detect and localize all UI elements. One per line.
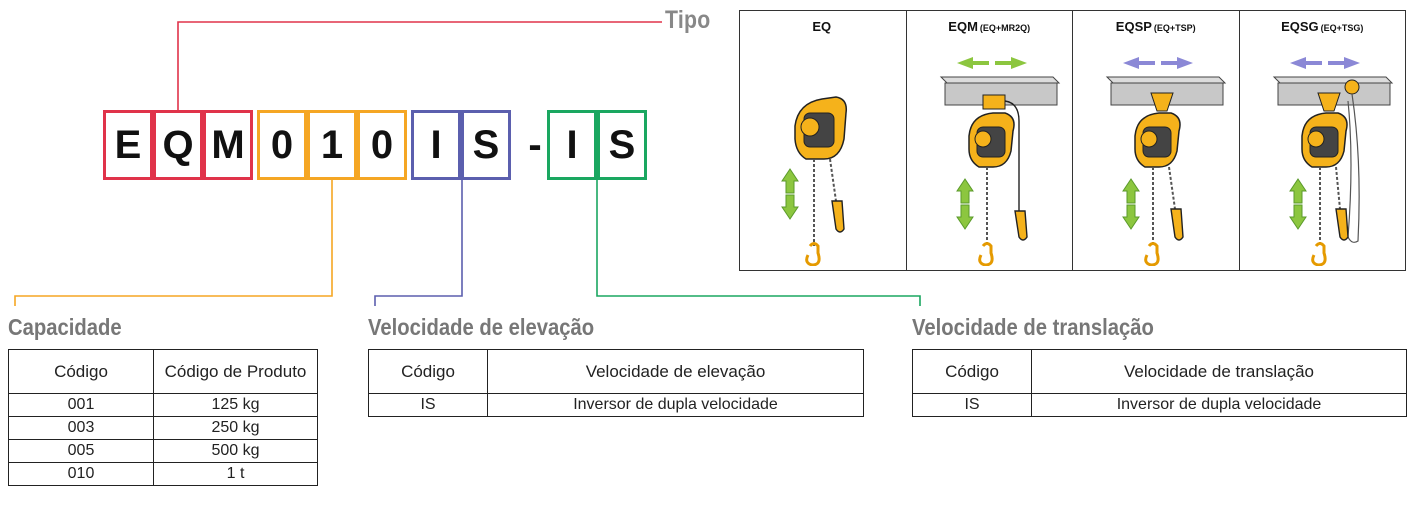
code-char-s: S (461, 110, 511, 180)
table-cell: 010 (8, 462, 154, 486)
type-cell-eqsp: EQSP(EQ+TSP) (1073, 11, 1240, 270)
type-code: EQSG (1281, 19, 1319, 34)
chain-hoist-illustration (781, 96, 848, 266)
table-cell: Inversor de dupla velocidade (1031, 393, 1407, 417)
table-cell: 125 kg (153, 393, 318, 417)
type-cell-eq: EQ (740, 11, 907, 270)
table-header-row: Código Código de Produto (8, 349, 318, 394)
chain-hoist-geared-trolley-illustration (1272, 57, 1393, 266)
table-cell: 250 kg (153, 416, 318, 440)
column-header: Código de Produto (153, 349, 318, 394)
type-cell-eqsg: EQSG(EQ+TSG) (1240, 11, 1406, 270)
table-cell: 1 t (153, 462, 318, 486)
table-cell: IS (912, 393, 1032, 417)
table-cell: Inversor de dupla velocidade (487, 393, 864, 417)
code-dash: - (528, 122, 542, 167)
capacidade-table: Código Código de Produto 001 125 kg 003 … (8, 349, 318, 486)
type-sub: (EQ+TSP) (1153, 23, 1196, 33)
table-header-row: Código Velocidade de elevação (368, 349, 864, 394)
code-char-i: I (411, 110, 461, 180)
code-char-0b: 0 (357, 110, 407, 180)
code-char-m: M (203, 110, 253, 180)
type-code: EQSP (1115, 19, 1152, 34)
velocidade-translacao-table: Código Velocidade de translação IS Inver… (912, 349, 1407, 417)
code-char-1: 1 (307, 110, 357, 180)
table-cell: 500 kg (153, 439, 318, 463)
elevacao-connector (374, 180, 463, 306)
type-label: EQSP(EQ+TSP) (1073, 19, 1239, 34)
column-header: Código (368, 349, 488, 394)
column-header: Velocidade de translação (1031, 349, 1407, 394)
table-cell: IS (368, 393, 488, 417)
type-label: EQM(EQ+MR2Q) (907, 19, 1073, 34)
table-header-row: Código Velocidade de translação (912, 349, 1407, 394)
table-row: 003 250 kg (8, 416, 318, 440)
type-code: EQM (948, 19, 978, 34)
velocidade-elevacao-table: Código Velocidade de elevação IS Inverso… (368, 349, 864, 417)
column-header: Código (8, 349, 154, 394)
code-char-e: E (103, 110, 153, 180)
tipo-label: Tipo (665, 6, 711, 34)
code-char-q: Q (153, 110, 203, 180)
table-cell: 005 (8, 439, 154, 463)
chain-hoist-trolley-illustration (939, 57, 1060, 266)
table-cell: 001 (8, 393, 154, 417)
type-sub: (EQ+MR2Q) (979, 23, 1031, 33)
table-row: 005 500 kg (8, 439, 318, 463)
type-cell-eqm: EQM(EQ+MR2Q) (907, 11, 1073, 270)
velocidade-translacao-title: Velocidade de translação (912, 314, 1154, 340)
type-label: EQ (740, 19, 906, 34)
velocidade-elevacao-title: Velocidade de elevação (368, 314, 595, 340)
code-char-0a: 0 (257, 110, 307, 180)
chain-hoist-plain-trolley-illustration (1105, 57, 1227, 266)
type-sub: (EQ+TSG) (1320, 23, 1364, 33)
type-label: EQSG(EQ+TSG) (1240, 19, 1406, 34)
column-header: Código (912, 349, 1032, 394)
capacidade-connector (14, 180, 333, 306)
table-row: 001 125 kg (8, 393, 318, 417)
capacidade-title: Capacidade (8, 314, 122, 340)
code-char-i2: I (547, 110, 597, 180)
code-char-s2: S (597, 110, 647, 180)
table-cell: 003 (8, 416, 154, 440)
table-row: 010 1 t (8, 462, 318, 486)
type-code: EQ (812, 19, 832, 34)
table-row: IS Inversor de dupla velocidade (368, 393, 864, 417)
tipo-connector (177, 21, 662, 110)
translacao-connector (596, 180, 921, 306)
hoist-type-panel: EQ EQM(EQ+MR2Q) (739, 10, 1406, 271)
column-header: Velocidade de elevação (487, 349, 864, 394)
table-row: IS Inversor de dupla velocidade (912, 393, 1407, 417)
